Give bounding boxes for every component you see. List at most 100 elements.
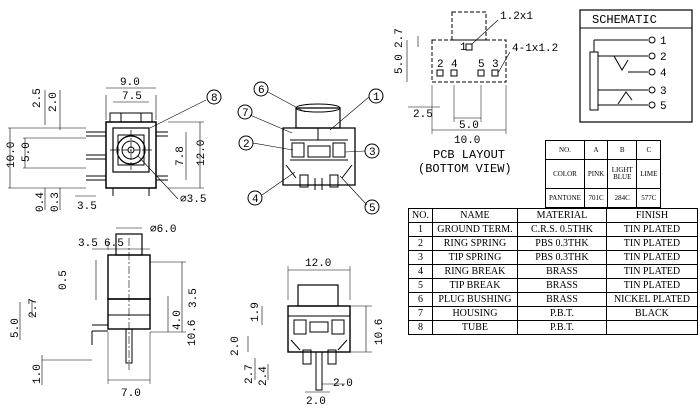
callout-2: 2: [243, 139, 250, 151]
table-cell: 6: [408, 292, 433, 307]
dim-0-3: 0.3: [50, 192, 62, 212]
callout-7: 7: [242, 108, 249, 120]
callout-5: 5: [369, 203, 376, 215]
table-cell: RING SPRING: [431, 236, 518, 251]
pcb-dim-4-1x1-2: 4-1x1.2: [512, 43, 558, 55]
pcb-caption-subtitle: (BOTTOM VIEW): [418, 162, 512, 176]
dim-10-6: 10.6: [187, 320, 199, 346]
parts-table-header-row: NO. NAME MATERIAL FINISH: [408, 208, 698, 223]
pcb-pin-1: 1: [460, 42, 467, 54]
callout-8: 8: [211, 93, 218, 105]
dim-12-0: 12.0: [305, 258, 331, 270]
pcb-dim-2-7: 2.7: [394, 28, 406, 48]
table-cell: P.B.T.: [516, 320, 607, 335]
table-cell: TIP BREAK: [431, 278, 518, 293]
table-cell: 5: [408, 278, 433, 293]
table-cell: 8: [408, 320, 433, 335]
parts-header-no: NO.: [408, 208, 433, 223]
pcb-dim-5-0-h: 5.0: [459, 120, 479, 132]
pcb-pin-2: 2: [437, 59, 444, 71]
dim-2-7-bottom: 2.7: [244, 364, 256, 384]
table-cell: BRASS: [516, 292, 607, 307]
dim-height-7-8: 7.8: [175, 146, 187, 166]
dim-3-5: 3.5: [77, 201, 97, 213]
pcb-dim-1-2x1: 1.2x1: [500, 11, 533, 23]
dim-2-0: 2.0: [48, 92, 60, 112]
side-view: [19, 227, 186, 385]
bottom-view: [247, 266, 372, 393]
table-cell: PBS 0.3THK: [516, 250, 607, 265]
color-table-header: A: [583, 140, 609, 160]
schematic-pin-2: 2: [660, 52, 667, 64]
iso-view: [237, 81, 384, 215]
parts-header-finish: FINISH: [605, 208, 698, 223]
dim-3-5-top: 3.5: [78, 238, 98, 250]
table-cell: TIN PLATED: [605, 278, 698, 293]
table-cell: TIN PLATED: [605, 222, 698, 237]
table-cell: PLUG BUSHING: [431, 292, 518, 307]
dim-2-4: 2.4: [258, 366, 270, 386]
table-cell: C.R.S. 0.5THK: [516, 222, 607, 237]
pcb-caption-title: PCB LAYOUT: [433, 148, 505, 162]
color-table-header: NO.: [545, 140, 585, 160]
dim-width-7-5: 7.5: [122, 91, 142, 103]
table-cell: TIP SPRING: [431, 250, 518, 265]
color-table-header: C: [636, 140, 662, 160]
callout-1: 1: [373, 92, 380, 104]
dim-2-0-bottom: 2.0: [306, 396, 326, 408]
table-cell: 2: [408, 236, 433, 251]
dim-5-0: 5.0: [10, 318, 22, 338]
table-cell: BRASS: [516, 264, 607, 279]
dim-dia-3-5: ⌀3.5: [180, 194, 206, 206]
dim-0-4: 0.4: [35, 192, 47, 212]
schematic-pin-3: 3: [660, 86, 667, 98]
table-cell: BRASS: [516, 278, 607, 293]
table-cell: 3: [408, 250, 433, 265]
color-table-cell: 701C: [583, 188, 609, 208]
dim-0-5: 0.5: [58, 270, 70, 290]
pcb-dim-5-0: 5.0: [394, 54, 406, 74]
pcb-dim-10-0: 10.0: [454, 135, 480, 147]
table-cell: TIN PLATED: [605, 236, 698, 251]
table-cell: TIN PLATED: [605, 264, 698, 279]
schematic-pin-1: 1: [660, 36, 667, 48]
table-cell: TUBE: [431, 320, 518, 335]
pcb-layout: [406, 11, 511, 134]
dim-6-5: 6.5: [104, 238, 124, 250]
callout-3: 3: [369, 147, 376, 159]
table-cell: NICKEL PLATED: [605, 292, 698, 307]
callout-4: 4: [252, 194, 259, 206]
table-cell: P.B.T.: [516, 306, 607, 321]
color-table-cell: 284C: [607, 188, 638, 208]
color-table: NO. A B C COLOR PINK LIGHT BLUE LIME PAN…: [545, 140, 662, 208]
pcb-dim-2-5: 2.5: [413, 109, 433, 121]
dim-height-12: 12.0: [196, 140, 208, 166]
table-cell: [605, 320, 698, 335]
schematic: [579, 9, 693, 123]
dim-2-0-left: 2.0: [230, 336, 242, 356]
callout-6: 6: [258, 85, 265, 97]
dim-4-0: 4.0: [172, 310, 184, 330]
dim-2-5: 2.5: [32, 88, 44, 108]
dim-10-6-bottom: 10.6: [374, 319, 386, 345]
color-table-cell: LIGHT BLUE: [607, 159, 638, 189]
schematic-title: SCHEMATIC: [592, 13, 657, 27]
table-cell: TIN PLATED: [605, 250, 698, 265]
pcb-pin-4: 4: [451, 59, 458, 71]
table-cell: 4: [408, 264, 433, 279]
table-cell: 1: [408, 222, 433, 237]
color-table-cell: PINK: [583, 159, 609, 189]
schematic-pin-4: 4: [660, 68, 667, 80]
table-cell: BLACK: [605, 306, 698, 321]
color-table-cell: COLOR: [545, 159, 585, 189]
color-table-cell: LIME: [636, 159, 662, 189]
parts-header-name: NAME: [431, 208, 518, 223]
